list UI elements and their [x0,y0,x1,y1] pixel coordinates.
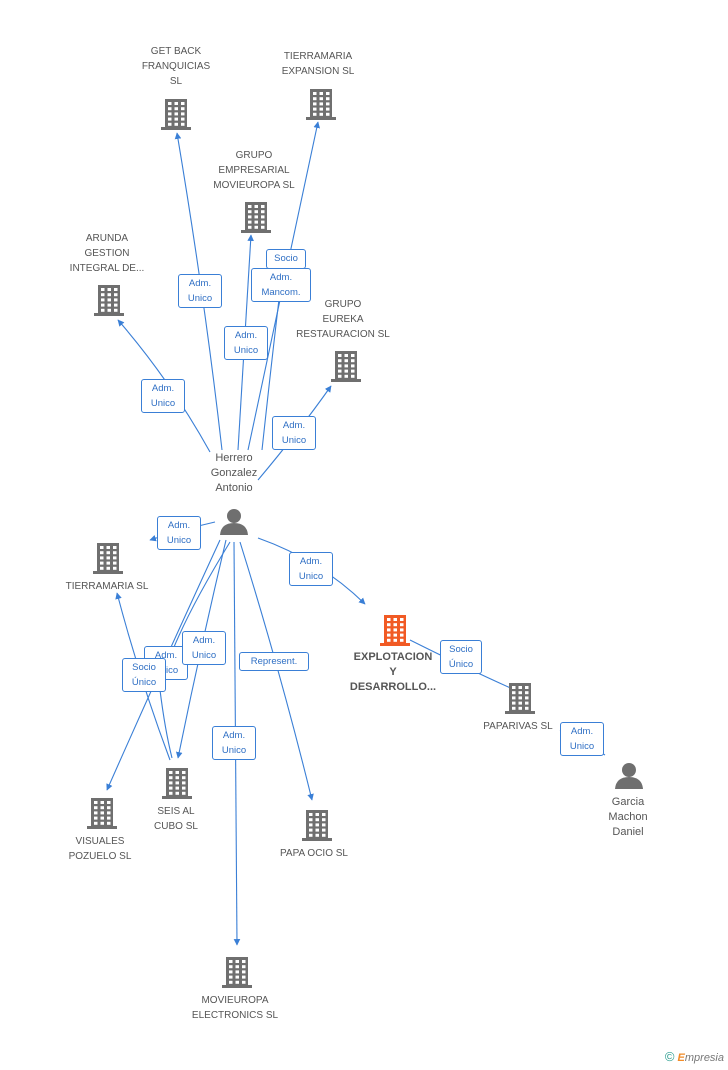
edge-label-tierramaria[interactable]: Adm. Unico [157,516,201,550]
brand-initial: E [677,1052,685,1064]
node-label-grupo-empresarial: GRUPO EMPRESARIAL MOVIEUROPA SL [213,150,295,191]
visuales-building-icon[interactable] [87,798,117,829]
node-label-visuales: VISUALES POZUELO SL [68,836,132,862]
edge-label-papaocio[interactable]: Represent. [239,652,309,671]
movieuropa-el-building-icon[interactable] [222,957,252,988]
explotacion-building-icon[interactable] [380,615,410,646]
edge-label-tierramaria-expansion[interactable]: Adm. Mancom. [251,268,311,302]
edge-label-socio-top[interactable]: Socio [266,249,306,269]
arunda-building-icon[interactable] [94,285,124,316]
node-label-herrero: Herrero Gonzalez Antonio [210,452,258,494]
herrero-person-icon[interactable] [220,509,248,535]
edge-label-seisal[interactable]: Adm. Unico [182,631,226,665]
tierramaria-building-icon[interactable] [93,543,123,574]
edge-label-grupo-empresarial[interactable]: Adm. Unico [224,326,268,360]
edge-label-eureka[interactable]: Adm. Unico [272,416,316,450]
brand-name: mpresia [684,1052,724,1064]
node-label-papaocio: PAPA OCIO SL [280,848,348,859]
edge-label-socio-unico-explotacion[interactable]: Socio Único [440,640,482,674]
node-label-tierramaria-expansion: TIERRAMARIA EXPANSION SL [281,51,355,77]
paparivas-building-icon[interactable] [505,683,535,714]
tierramaria-exp-building-icon[interactable] [306,89,336,120]
edge-label-getback[interactable]: Adm. Unico [178,274,222,308]
edge-label-socio-unico-visuales[interactable]: Socio Único [122,658,166,692]
edge-label-movieuropa-electronics[interactable]: Adm. Unico [212,726,256,760]
node-label-tierramaria: TIERRAMARIA SL [65,581,149,592]
node-label-getback: GET BACK FRANQUICIAS SL [141,46,211,87]
node-label-garcia: Garcia Machon Daniel [608,796,648,838]
edge-label-paparivas[interactable]: Adm. Unico [560,722,604,756]
eureka-building-icon[interactable] [331,351,361,382]
edge-label-arunda[interactable]: Adm. Unico [141,379,185,413]
node-label-movieuropa-electronics: MOVIEUROPA ELECTRONICS SL [191,995,279,1021]
papaocio-building-icon[interactable] [302,810,332,841]
grupo-emp-building-icon[interactable] [241,202,271,233]
node-label-explotacion: EXPLOTACION Y DESARROLLO... [349,651,437,693]
edge-label-explotacion[interactable]: Adm. Unico [289,552,333,586]
node-label-seisal: SEIS AL CUBO SL [154,806,198,832]
copyright-symbol: © [664,1049,675,1064]
node-label-paparivas: PAPARIVAS SL [483,721,553,732]
node-label-arunda: ARUNDA GESTION INTEGRAL DE... [69,233,145,274]
node-label-eureka: GRUPO EUREKA RESTAURACION SL [296,299,390,340]
garcia-person-icon[interactable] [615,763,643,789]
seisal-building-icon[interactable] [162,768,192,799]
footer-brand: © Empresia [665,1049,724,1064]
getback-building-icon[interactable] [161,99,191,130]
